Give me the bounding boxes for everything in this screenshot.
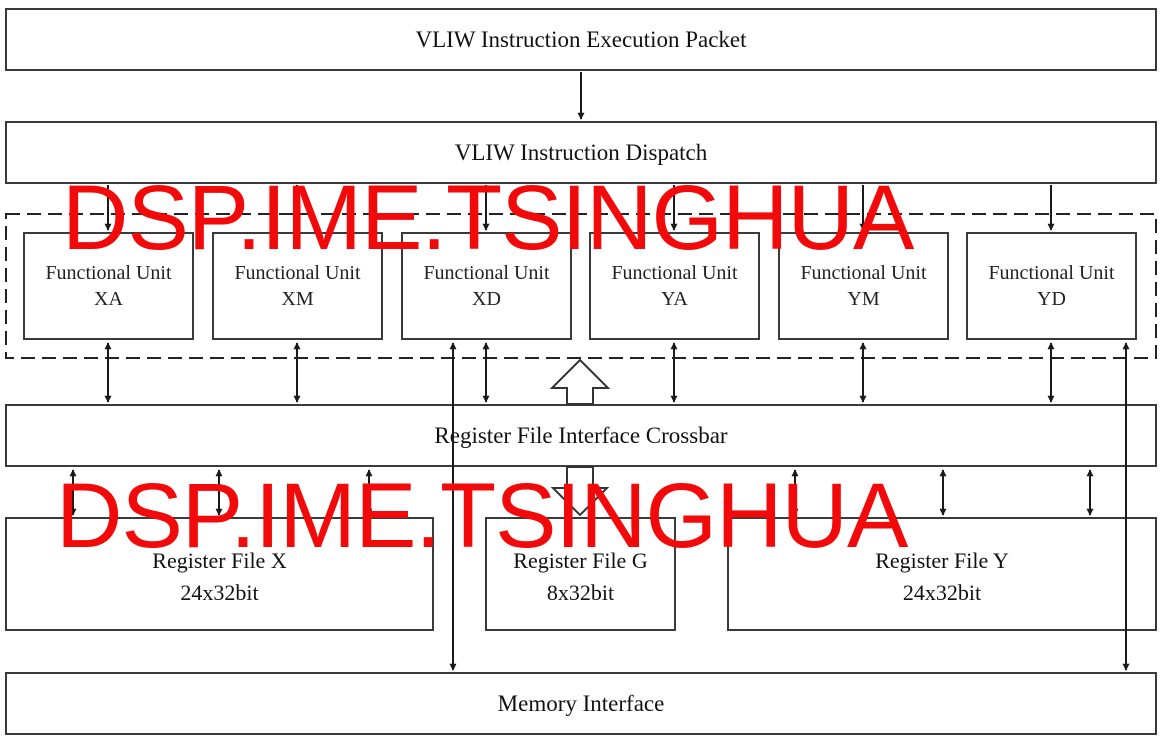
functional-unit-label: Functional Unit xyxy=(988,262,1115,284)
register-file-x: Register File X 24x32bit xyxy=(5,517,434,631)
functional-unit-xd: Functional Unit XD xyxy=(401,232,572,340)
execution-packet-box: VLIW Instruction Execution Packet xyxy=(5,8,1157,71)
functional-unit-label: Functional Unit xyxy=(611,262,738,284)
functional-unit-ym: Functional Unit YM xyxy=(778,232,949,340)
functional-unit-id: YM xyxy=(847,288,880,310)
register-file-name: Register File Y xyxy=(875,548,1009,573)
register-file-name: Register File G xyxy=(513,548,648,573)
watermark-text: DSP.IME.TSINGHUA xyxy=(62,167,914,269)
functional-unit-label: Functional Unit xyxy=(800,262,927,284)
memory-interface-label: Memory Interface xyxy=(497,690,665,716)
hollow-down-arrow xyxy=(550,466,610,517)
memory-interface-box: Memory Interface xyxy=(5,672,1157,735)
functional-unit-id: XM xyxy=(281,288,314,310)
register-file-name: Register File X xyxy=(152,548,287,573)
functional-unit-xm: Functional Unit XM xyxy=(212,232,383,340)
functional-unit-id: XD xyxy=(472,288,501,310)
hollow-up-arrow xyxy=(549,358,611,405)
functional-unit-label: Functional Unit xyxy=(234,262,361,284)
register-file-size: 24x32bit xyxy=(180,580,259,605)
dispatch-label: VLIW Instruction Dispatch xyxy=(454,139,708,165)
register-file-g: Register File G 8x32bit xyxy=(485,517,676,631)
register-file-size: 24x32bit xyxy=(902,580,982,605)
register-file-size: 8x32bit xyxy=(546,580,615,605)
functional-unit-ya: Functional Unit YA xyxy=(589,232,760,340)
register-file-y: Register File Y 24x32bit xyxy=(727,517,1157,631)
dispatch-box: VLIW Instruction Dispatch xyxy=(5,121,1157,184)
functional-unit-label: Functional Unit xyxy=(45,262,172,284)
functional-unit-id: YD xyxy=(1037,288,1066,310)
functional-unit-id: YA xyxy=(661,288,688,310)
watermark-text: DSP.IME.TSINGHUA xyxy=(56,465,908,567)
functional-unit-xa: Functional Unit XA xyxy=(23,232,194,340)
execution-packet-label: VLIW Instruction Execution Packet xyxy=(415,26,747,52)
functional-unit-cluster-outline xyxy=(5,213,1157,359)
functional-unit-label: Functional Unit xyxy=(423,262,550,284)
functional-unit-id: XA xyxy=(94,288,123,310)
functional-unit-yd: Functional Unit YD xyxy=(966,232,1137,340)
crossbar-label: Register File Interface Crossbar xyxy=(434,422,728,448)
